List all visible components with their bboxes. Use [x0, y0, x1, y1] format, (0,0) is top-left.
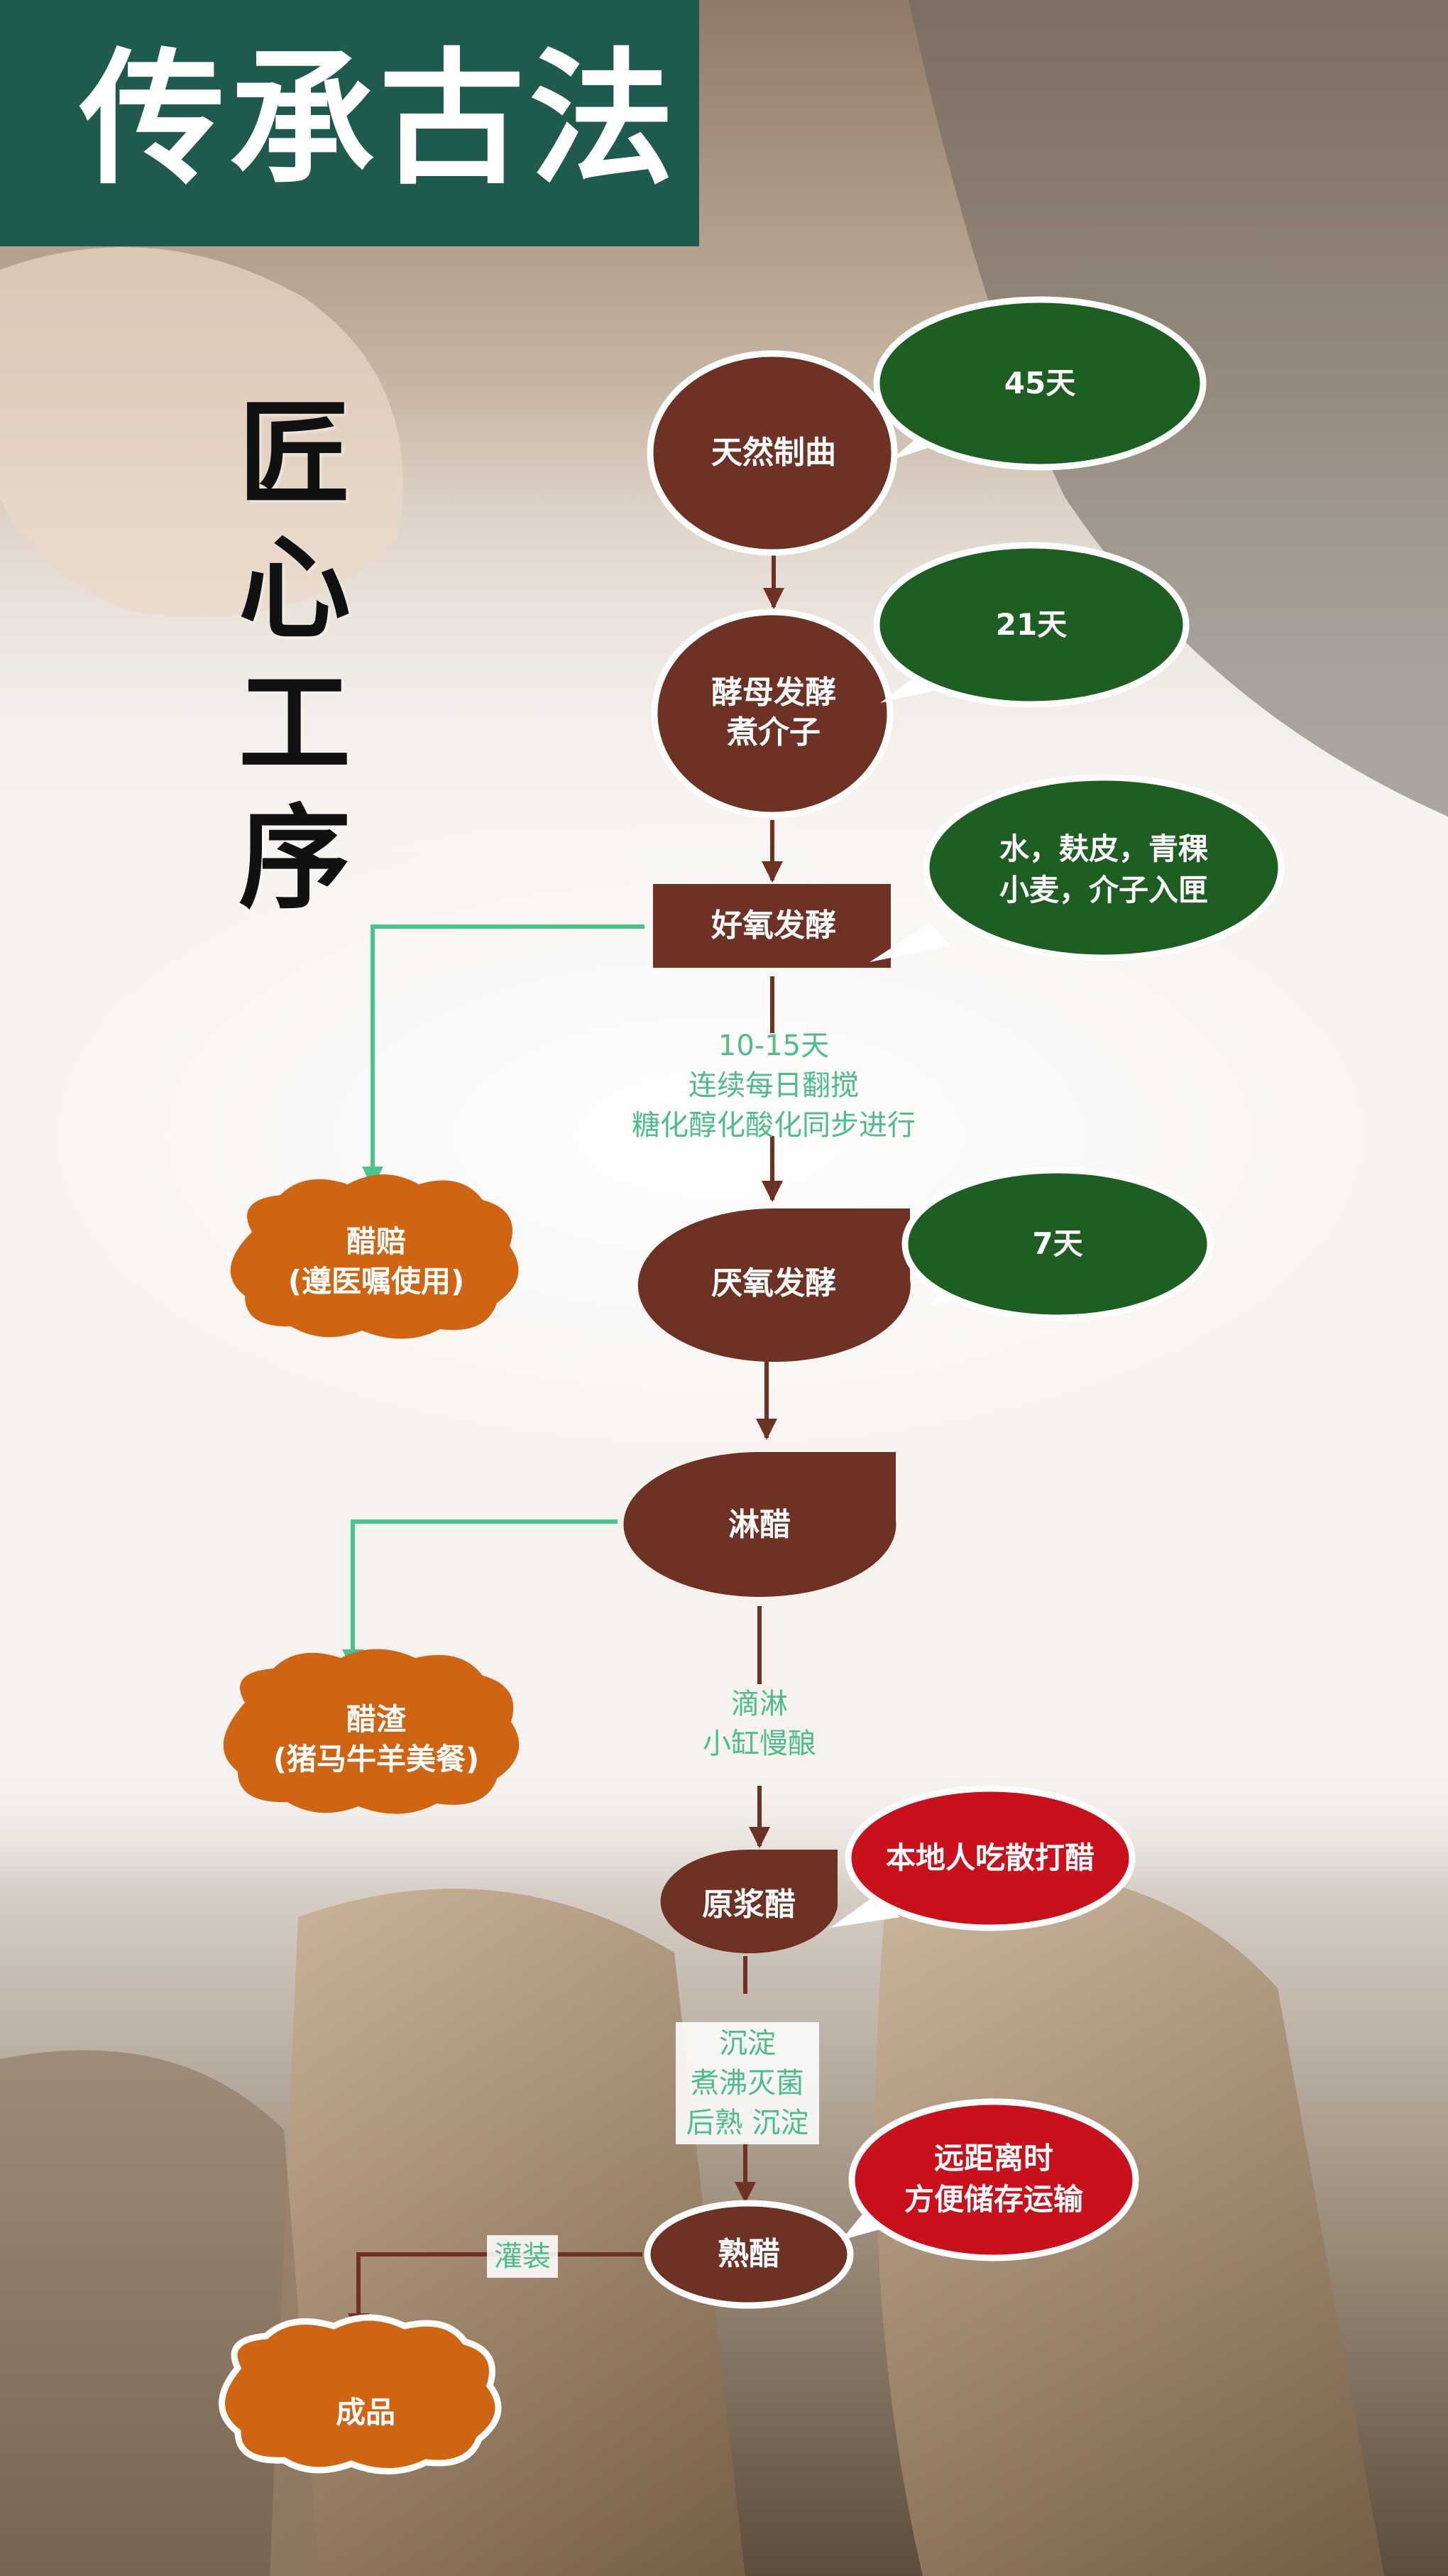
side-product-label: (猪马牛羊美餐) — [273, 1742, 480, 1777]
side-product-label: 成品 — [335, 2395, 395, 2430]
side-title-char: 工 — [238, 658, 351, 790]
side-product-label: 醋赔 — [346, 1224, 406, 1259]
bubble-label: 本地人吃散打醋 — [885, 1840, 1095, 1875]
side-product-finished — [219, 2314, 502, 2474]
note-line: 连续每日翻搅 — [689, 1069, 859, 1102]
node-yeast-fermentation — [651, 608, 894, 819]
header-band: 传承古法 — [0, 0, 699, 246]
side-product-label: (遵医嘱使用) — [287, 1264, 465, 1299]
node-label: 好氧发酵 — [711, 907, 836, 944]
process-note: 沉淀 煮沸灭菌 后熟 沉淀 — [676, 2022, 819, 2144]
side-product-vinegar-compound — [230, 1174, 519, 1339]
node-label: 天然制曲 — [711, 435, 836, 471]
node-anaerobic-fermentation — [637, 1208, 911, 1362]
side-product-label: 醋渣 — [346, 1702, 406, 1737]
side-product-vinegar-residue — [223, 1649, 520, 1814]
node-label: 熟醋 — [718, 2236, 780, 2272]
bubble-label: 21天 — [995, 607, 1068, 642]
bubble-label: 45天 — [1004, 366, 1076, 400]
side-title-char: 心 — [238, 523, 351, 655]
node-aged-vinegar — [644, 2200, 854, 2309]
side-title-char: 序 — [238, 793, 351, 924]
bubble-label: 方便储存运输 — [904, 2182, 1083, 2217]
bubble-tail — [870, 923, 951, 962]
note-line: 后熟 沉淀 — [686, 2107, 809, 2139]
bubble-7-days — [901, 1167, 1214, 1321]
bottling-note: 灌装 — [487, 2235, 558, 2278]
note-line: 10-15天 — [718, 1030, 830, 1062]
node-aerobic-fermentation — [653, 884, 891, 968]
process-note: 10-15天 连续每日翻搅 糖化醇化酸化同步进行 — [582, 1026, 965, 1145]
node-raw-vinegar — [660, 1850, 838, 1953]
bubble-local-use — [845, 1785, 1136, 1931]
note-line: 煮沸灭菌 — [691, 2067, 804, 2100]
branch-arrow — [362, 924, 645, 1188]
note-line: 糖化醇化酸化同步进行 — [632, 1109, 916, 1142]
bubble-label: 小麦，介子入匣 — [999, 873, 1208, 907]
node-label: 淋醋 — [728, 1507, 791, 1543]
node-label: 酵母发酵 — [711, 675, 836, 711]
bubble-label: 远距离时 — [933, 2141, 1053, 2176]
bubble-label: 7天 — [1032, 1226, 1083, 1261]
bubble-label: 水，麸皮，青稞 — [999, 831, 1208, 866]
node-natural-koji — [647, 350, 898, 556]
process-note: 滴淋 小缸慢酿 — [639, 1684, 880, 1764]
bubble-long-distance — [848, 2098, 1139, 2261]
note-line: 小缸慢酿 — [703, 1728, 816, 1760]
note-line: 滴淋 — [731, 1688, 788, 1720]
bubble-ingredients — [923, 774, 1285, 961]
branch-arrow — [342, 1519, 618, 1671]
page-title: 传承古法 — [79, 34, 679, 204]
side-vertical-title: 匠 心 工 序 — [206, 387, 383, 927]
node-label: 原浆醋 — [702, 1887, 796, 1923]
node-label: 厌氧发酵 — [711, 1265, 836, 1301]
node-label: 煮介子 — [727, 714, 821, 751]
node-vinegar-leaching — [623, 1452, 896, 1597]
note-line: 沉淀 — [719, 2027, 776, 2060]
side-title-char: 匠 — [238, 388, 351, 520]
bubble-21-days — [873, 542, 1190, 708]
bubble-45-days — [873, 296, 1207, 471]
